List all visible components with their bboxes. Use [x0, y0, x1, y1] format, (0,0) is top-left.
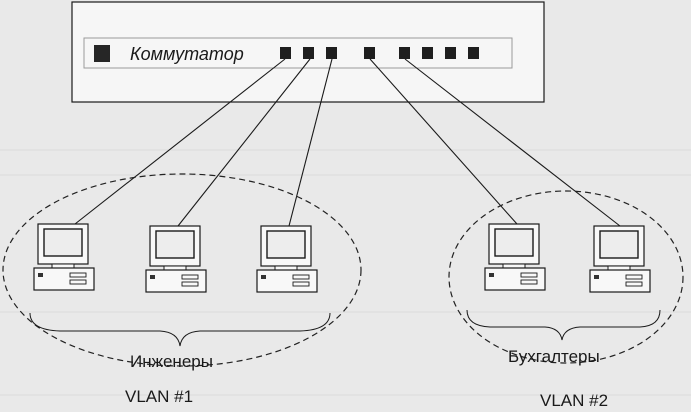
computer-2: [145, 225, 207, 293]
switch-port-5: [399, 47, 410, 59]
computer-4: [484, 223, 546, 291]
switch-port-3: [326, 47, 337, 59]
computer-1: [33, 223, 95, 291]
group-name-engineers: Инженеры: [130, 352, 213, 371]
vlan1-group-ellipse: [2, 173, 362, 367]
vlan2-label: VLAN #2: [540, 391, 608, 410]
switch-port-1: [280, 47, 291, 59]
switch-port-6: [422, 47, 433, 59]
switch-port-4: [364, 47, 375, 59]
switch-port-8: [468, 47, 479, 59]
vlan2-group-ellipse: [448, 190, 684, 364]
cable-3: [288, 58, 333, 227]
vlan1-brace: [29, 312, 331, 347]
computer-3: [256, 225, 318, 293]
cable-2: [177, 58, 311, 227]
switch-indicator: [94, 45, 110, 62]
computer-5: [589, 225, 651, 293]
switch-ports: [280, 47, 479, 59]
group-name-accountants: Бухгалтеры: [508, 347, 600, 366]
switch: Коммутатор: [71, 1, 545, 103]
switch-port-2: [303, 47, 314, 59]
vlan1-computers: [33, 223, 318, 293]
cable-4: [369, 58, 518, 225]
vlan2-computers: [484, 223, 651, 293]
switch-label: Коммутатор: [130, 44, 244, 64]
cable-1: [74, 58, 286, 225]
cables: [74, 58, 621, 227]
vlan1-label: VLAN #1: [125, 387, 193, 406]
vlan2-brace: [466, 309, 661, 341]
cable-5: [404, 58, 621, 227]
switch-port-7: [445, 47, 456, 59]
background: [0, 149, 691, 396]
switch-panel: [83, 37, 513, 69]
